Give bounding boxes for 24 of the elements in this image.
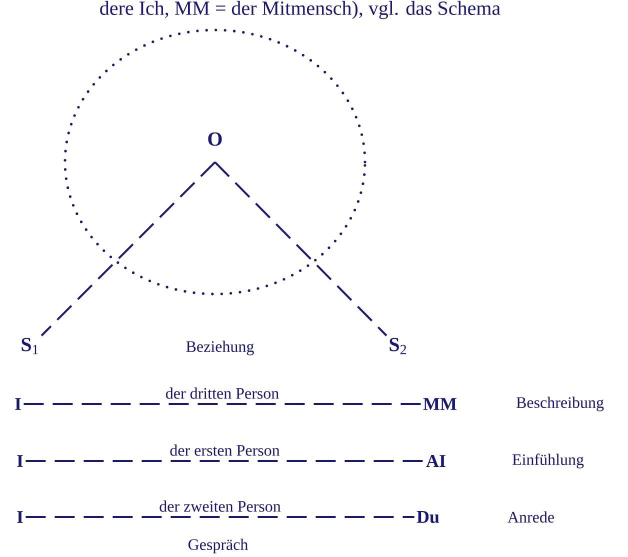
letter-label: I [17,455,23,467]
text-label: Beschreibung [516,396,604,412]
dashed-line [214,162,388,336]
edge-label: der ersten Person [170,444,280,456]
letter-label: O [208,132,222,146]
letter-label: I [17,511,23,523]
letter-label: MM [423,398,456,410]
letter-label: S$_{1}$ [22,338,38,354]
letter-label: S$_{2}$ [390,338,406,354]
text-label: Einfühlung [512,454,584,468]
dashed-line [40,161,216,336]
dashed-line [26,516,414,518]
caption-text: dere Ich, MM = der Mitmensch), vgl. das Schema [100,0,500,20]
dashed-line [24,403,421,405]
dotted-circle [64,28,366,296]
edge-label: der dritten Person [166,388,279,399]
edge-label: der zweiten Person [160,500,281,512]
letter-label: AI [426,455,446,467]
text-label: Beziehung [186,340,254,356]
text-label: Gespräch [188,538,248,554]
letter-label: Du [416,511,440,523]
text-label: Anrede [508,511,554,523]
letter-label: I [15,398,21,410]
dashed-line [26,460,424,462]
